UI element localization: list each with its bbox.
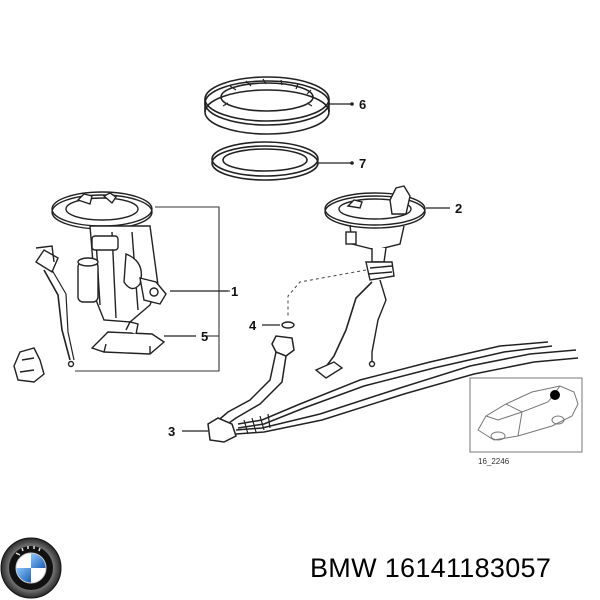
caption-brand: BMW bbox=[310, 553, 377, 583]
seal-ring-part-7 bbox=[211, 141, 319, 181]
callout-2: 2 bbox=[455, 201, 462, 216]
leader-dot-6 bbox=[350, 102, 354, 106]
o-ring-part-4 bbox=[281, 321, 295, 329]
inset-ref-code: 16_2246 bbox=[478, 457, 510, 466]
part-number-caption: BMW 16141183057 bbox=[310, 553, 551, 584]
caption-part-number: 16141183057 bbox=[384, 553, 552, 583]
car-location-inset: 16_2246 bbox=[469, 377, 583, 466]
callout-5: 5 bbox=[201, 329, 208, 344]
fuel-tank-location-marker bbox=[550, 390, 560, 400]
filter-strainer-part-5 bbox=[90, 321, 166, 355]
callout-4: 4 bbox=[249, 318, 257, 333]
callout-7: 7 bbox=[359, 156, 366, 171]
callout-6: 6 bbox=[359, 97, 366, 112]
dashed-connector bbox=[287, 269, 367, 316]
callout-3: 3 bbox=[168, 424, 175, 439]
leader-dot-7 bbox=[350, 161, 354, 165]
fuel-pump-assembly-part-1 bbox=[13, 191, 167, 383]
callout-1: 1 bbox=[231, 284, 238, 299]
sender-unit-part-2 bbox=[314, 185, 426, 379]
bmw-logo bbox=[0, 537, 62, 599]
lock-ring-part-6 bbox=[204, 76, 330, 135]
fuel-line-part-3 bbox=[207, 335, 579, 443]
